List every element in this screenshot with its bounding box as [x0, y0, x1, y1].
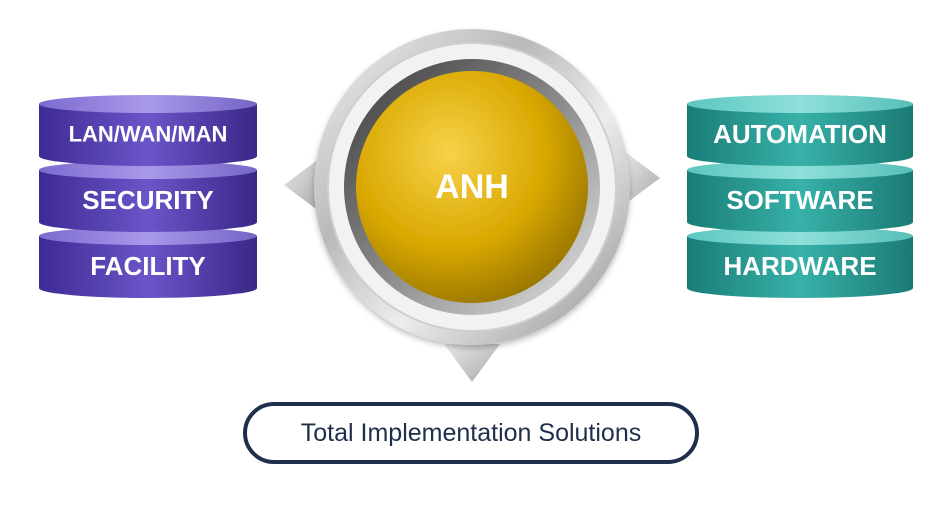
left-layer-network: LAN/WAN/MAN: [39, 95, 257, 166]
center-label: ANH: [435, 168, 509, 206]
total-solutions-box: Total Implementation Solutions: [243, 402, 699, 464]
right-layer-hardware: HARDWARE: [687, 227, 913, 298]
total-solutions-label: Total Implementation Solutions: [300, 418, 642, 447]
center-hub: ANH: [314, 29, 630, 345]
right-layer-label: HARDWARE: [723, 251, 876, 281]
left-database-stack: FACILITY SECURITY LAN/WAN/MAN: [39, 95, 257, 298]
left-layer-label: SECURITY: [82, 185, 213, 215]
left-layer-label: FACILITY: [90, 251, 206, 281]
left-layer-security: SECURITY: [39, 161, 257, 232]
gold-core: [356, 71, 588, 303]
left-arrow-icon: [284, 158, 320, 212]
right-layer-software: SOFTWARE: [687, 161, 913, 232]
right-database-stack: HARDWARE SOFTWARE AUTOMATION: [687, 95, 913, 298]
right-layer-label: AUTOMATION: [713, 119, 887, 149]
right-layer-automation: AUTOMATION: [687, 95, 913, 166]
left-layer-label: LAN/WAN/MAN: [69, 122, 228, 147]
right-arrow-icon: [624, 151, 660, 205]
down-arrow-icon: [444, 344, 500, 382]
right-layer-label: SOFTWARE: [726, 185, 873, 215]
left-layer-facility: FACILITY: [39, 227, 257, 298]
